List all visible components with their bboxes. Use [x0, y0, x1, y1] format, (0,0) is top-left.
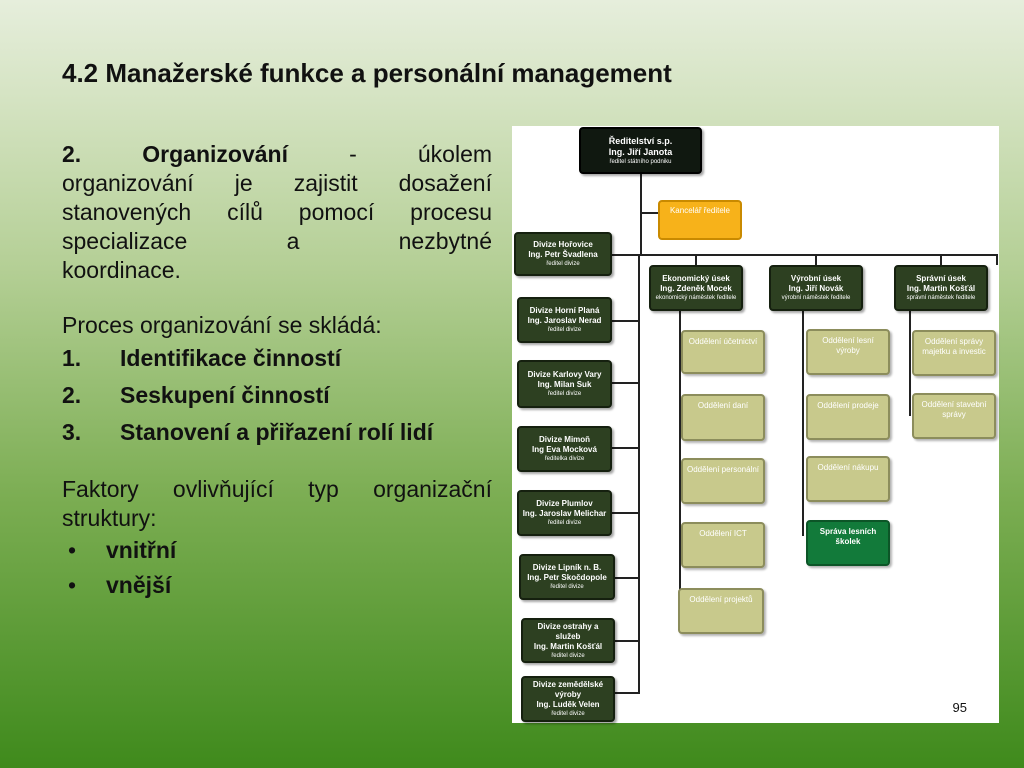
list-item: 1.Identifikace činností [62, 345, 342, 371]
org-box-department: Oddělení nákupu [806, 456, 890, 502]
list-item: 2.Seskupení činností [62, 382, 330, 408]
slide-title: 4.2 Manažerské funkce a personální manag… [62, 58, 672, 88]
list-item: 3.Stanovení a přiřazení rolí lidí [62, 419, 434, 445]
org-box-department: Oddělení daní [681, 394, 765, 441]
intro-line-5: koordinace. [62, 257, 181, 283]
steps-list: 1.Identifikace činností 2.Seskupení činn… [62, 340, 492, 451]
org-chart: Ředitelství s.p. Ing. Jiří Janota ředite… [512, 126, 999, 723]
list-item: •vnitřní [62, 533, 492, 568]
org-box-department: Oddělení ICT [681, 522, 765, 568]
factors-list: •vnitřní •vnější [62, 533, 492, 603]
list-item: •vnější [62, 568, 492, 603]
intro-heading: 2. Organizování [62, 141, 288, 167]
org-box-department: Oddělení prodeje [806, 394, 890, 440]
bullet-icon: • [68, 572, 77, 598]
factors-line-2: struktury: [62, 505, 157, 531]
process-heading: Proces organizování se skládá: [62, 312, 382, 338]
intro-line-3: stanovených cílů pomocí procesu [62, 199, 492, 225]
org-box-department: Oddělení stavební správy [912, 393, 996, 439]
org-box-department: Oddělení projektů [678, 588, 764, 634]
org-box-director: Ředitelství s.p. Ing. Jiří Janota ředite… [579, 127, 702, 174]
org-box-forest-nursery: Správa lesních školek [806, 520, 890, 566]
text-column: 2. Organizování - úkolem organizování je… [62, 140, 492, 603]
org-box-department: Oddělení personální [681, 458, 765, 504]
org-box-office: Kancelář ředitele [658, 200, 742, 240]
intro-line-1: 2. Organizování - úkolem [62, 141, 493, 167]
org-box-department: Oddělení lesní výroby [806, 329, 890, 375]
intro-line-4: specializace a nezbytné [62, 228, 492, 254]
org-box-department: Oddělení správy majetku a investic [912, 330, 996, 376]
bullet-icon: • [68, 537, 77, 563]
intro-line-2: organizování je zajistit dosažení [62, 170, 492, 196]
page-number: 95 [952, 700, 967, 715]
factors-line-1: Faktory ovlivňující typ organizační [62, 476, 492, 502]
org-box-department: Oddělení účetnictví [681, 330, 765, 374]
